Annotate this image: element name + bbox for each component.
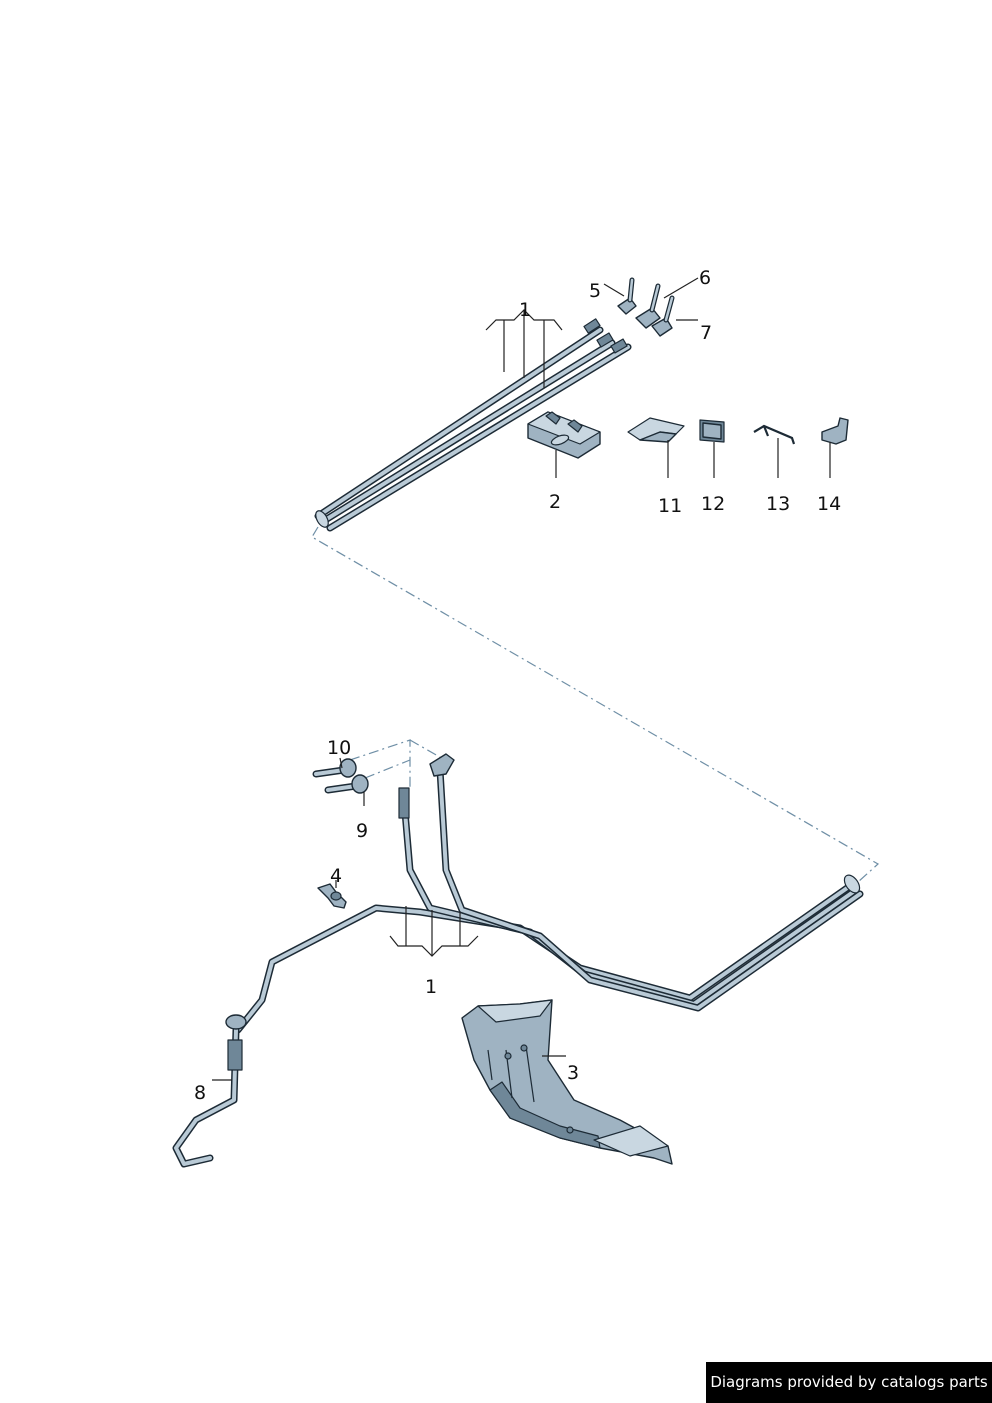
callout-3: 3: [567, 1062, 579, 1084]
callout-9: 9: [356, 820, 368, 842]
dashed-connector: [311, 526, 880, 883]
callout-1-bottom: 1: [425, 976, 437, 998]
callout-1-top: 1: [519, 299, 531, 321]
hose-stub-10: [312, 758, 357, 778]
callout-labels: 1 5 6 7 2 11 12 13 14 10 9 4 1 3 8: [194, 267, 841, 1104]
callout-5: 5: [589, 280, 601, 302]
leader-lines: [212, 277, 831, 1081]
clip-11: [627, 417, 685, 443]
connector-5: [617, 277, 637, 315]
callout-10: 10: [327, 737, 351, 759]
connector-6: [635, 283, 661, 329]
callout-14: 14: [817, 493, 841, 515]
bracket-2: [527, 411, 601, 459]
callout-12: 12: [701, 493, 725, 515]
callout-13: 13: [766, 493, 790, 515]
guide-channel-3: [461, 999, 673, 1165]
callout-2: 2: [549, 491, 561, 513]
credit-banner: Diagrams provided by catalogs parts: [706, 1362, 992, 1403]
hose-8: [172, 1014, 247, 1168]
callout-11: 11: [658, 495, 682, 517]
lower-pipe-bundle: [234, 753, 864, 1034]
holder-13: [753, 424, 796, 445]
upper-pipe-bundle: [314, 318, 632, 532]
callout-4: 4: [330, 865, 342, 887]
bracket-14: [821, 417, 849, 445]
connector-7: [651, 295, 675, 337]
push-clip-4: [317, 883, 347, 909]
hose-stub-9: [324, 774, 369, 794]
pad-12: [699, 419, 725, 443]
callout-6: 6: [699, 267, 711, 289]
callout-7: 7: [700, 322, 712, 344]
callout-8: 8: [194, 1082, 206, 1104]
